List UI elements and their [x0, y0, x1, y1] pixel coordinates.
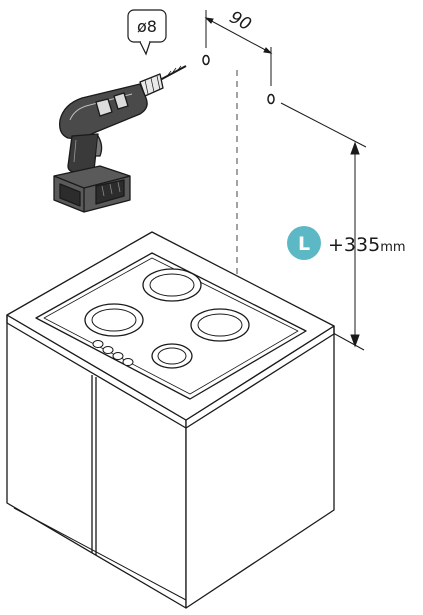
drill-bit-callout — [127, 9, 167, 56]
power-drill-illustration — [53, 65, 187, 213]
height-value: +335 — [328, 234, 380, 256]
drill-hole-right — [267, 93, 275, 105]
height-unit: mm — [380, 240, 405, 255]
hob-cooktop — [35, 252, 307, 400]
height-value-label: +335mm — [328, 234, 406, 256]
drill-hole-left — [202, 54, 210, 66]
l-badge — [287, 226, 321, 260]
l-badge-letter: L — [298, 233, 310, 255]
drill-bit-label: ø8 — [137, 17, 157, 36]
hole-spacing-dimension — [204, 10, 273, 86]
control-knobs — [92, 340, 134, 366]
